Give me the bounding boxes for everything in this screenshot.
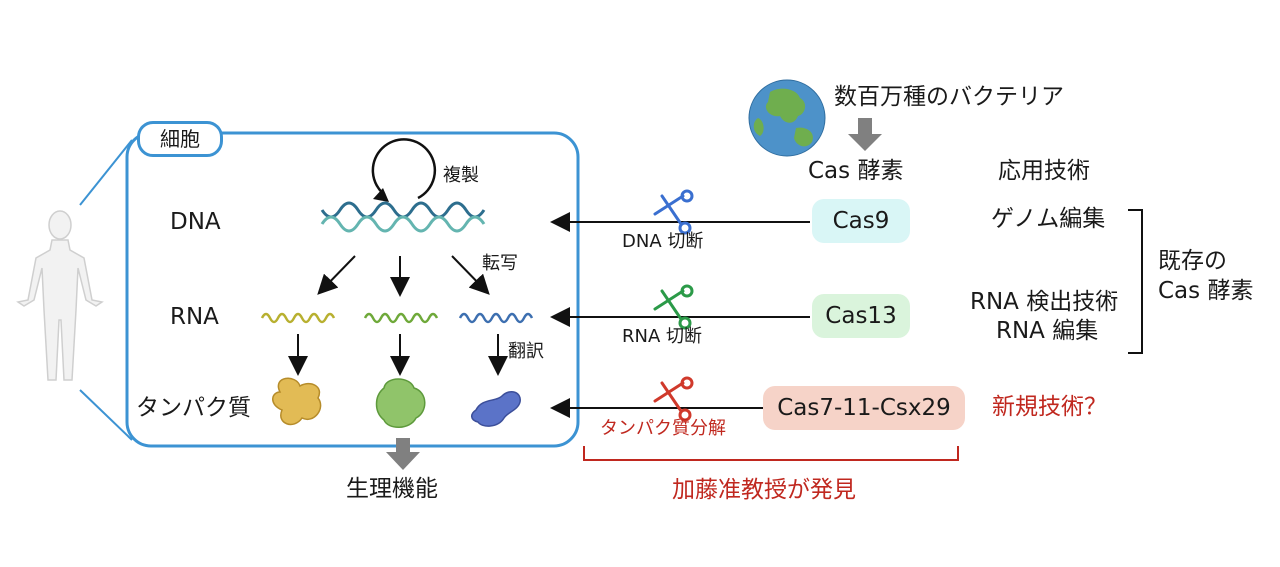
- app-rna-detection: RNA 検出技術: [970, 289, 1119, 315]
- enzyme-pill-cas7-11: Cas7-11-Csx29: [763, 386, 965, 430]
- earth-globe-icon: [748, 79, 826, 157]
- action-rna-cut: RNA 切断: [622, 326, 703, 347]
- action-dna-cut: DNA 切断: [622, 231, 704, 252]
- outcome-label: 生理機能: [346, 476, 438, 502]
- rna-strand-icon: [260, 312, 534, 324]
- transcription-arrows: [317, 255, 490, 297]
- replication-loop-arrow: [371, 138, 437, 202]
- protein-icon: [272, 377, 521, 428]
- enzymes-header: Cas 酵素: [808, 158, 904, 184]
- existing-line2: Cas 酵素: [1158, 278, 1254, 304]
- zoom-lines: [79, 139, 133, 441]
- replication-label: 複製: [443, 165, 479, 186]
- dna-label: DNA: [170, 209, 221, 235]
- discovery-label: 加藤准教授が発見: [672, 477, 856, 503]
- action-protein-degradation: タンパク質分解: [600, 418, 726, 439]
- source-arrow: [848, 118, 882, 151]
- enzyme-pill-cas9: Cas9: [812, 199, 910, 243]
- cell-box: [125, 131, 580, 448]
- applications-header: 応用技術: [998, 158, 1090, 184]
- enzyme-pill-cas13: Cas13: [812, 294, 910, 338]
- existing-bracket: [1128, 209, 1143, 354]
- enzyme-name: Cas9: [832, 208, 890, 234]
- app-rna-editing: RNA 編集: [996, 318, 1099, 344]
- source-label: 数百万種のバクテリア: [834, 84, 1064, 110]
- app-genome-editing: ゲノム編集: [991, 206, 1106, 232]
- transcription-label: 転写: [482, 253, 518, 274]
- enzyme-name: Cas7-11-Csx29: [777, 395, 951, 421]
- human-silhouette-icon: [16, 210, 104, 381]
- enzyme-name: Cas13: [825, 303, 897, 329]
- scissors-icon: [653, 189, 694, 422]
- translation-label: 翻訳: [508, 341, 544, 362]
- app-new-technology: 新規技術？: [992, 394, 1107, 420]
- protein-label: タンパク質: [136, 395, 251, 421]
- action-arrows: [550, 212, 810, 418]
- discovery-bracket: [583, 446, 959, 461]
- rna-label: RNA: [170, 304, 219, 330]
- output-arrow: [386, 438, 420, 470]
- dna-helix-icon: [320, 201, 486, 233]
- cell-label: 細胞: [137, 121, 223, 157]
- translation-arrows: [288, 334, 508, 376]
- existing-line1: 既存の: [1158, 248, 1227, 274]
